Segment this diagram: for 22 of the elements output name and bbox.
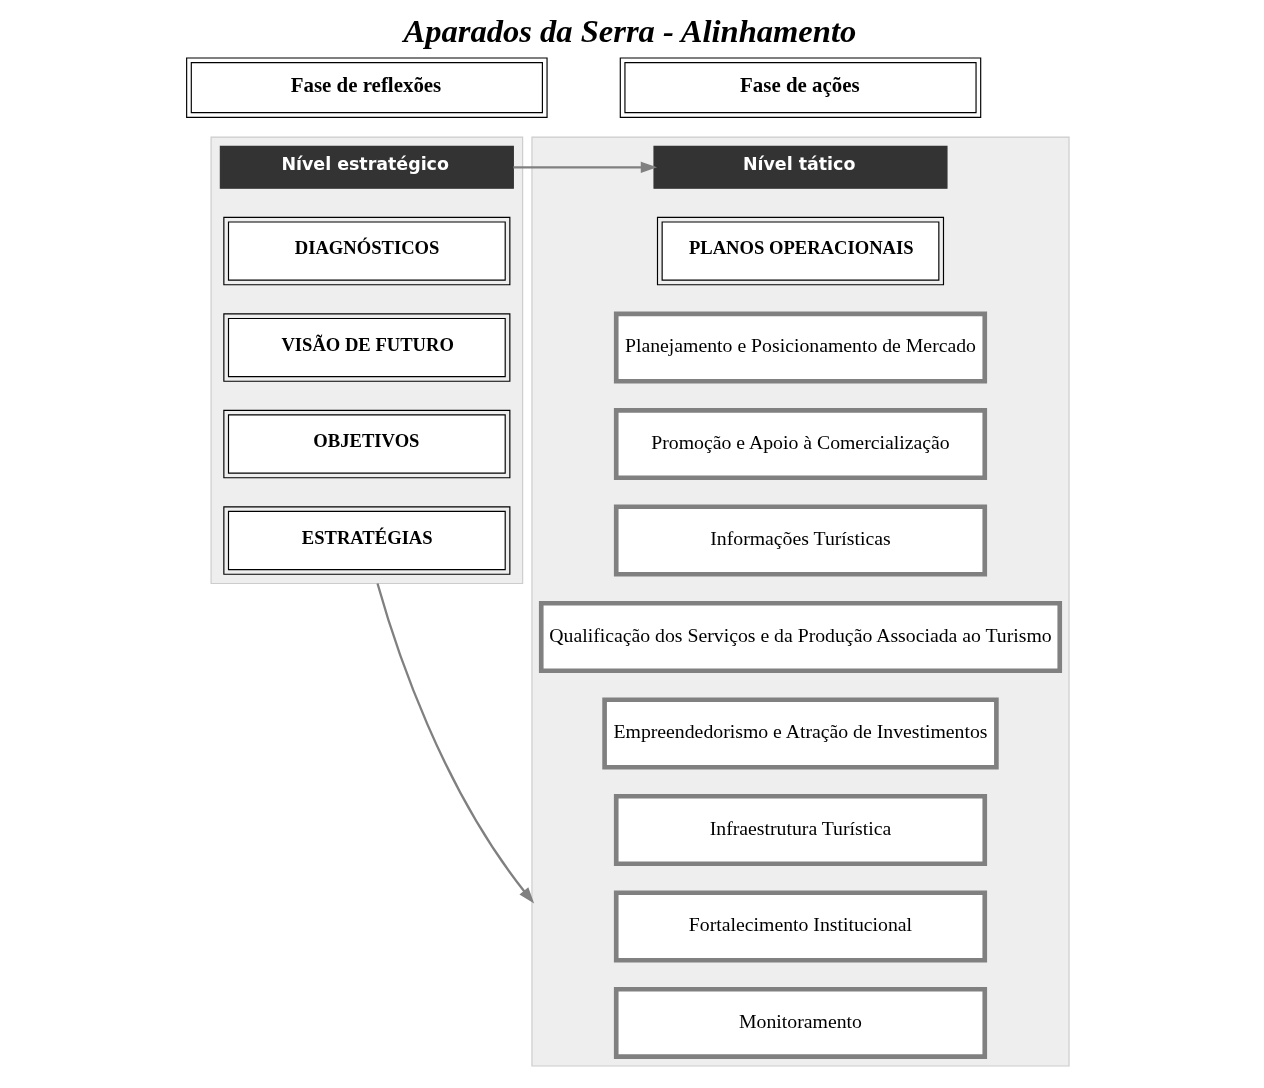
diagram-title: Aparados da Serra - Alinhamento	[402, 13, 856, 50]
node-box: VISÃO DE FUTURO	[222, 313, 510, 382]
node-box: OBJETIVOS	[222, 409, 510, 479]
node-box: Planejamento e Posicionamento de Mercado	[613, 311, 987, 384]
cluster	[210, 136, 523, 585]
node-box: Monitoramento	[613, 986, 987, 1060]
arrow	[512, 161, 657, 174]
node-box: Infraestrutura Turística	[613, 793, 987, 867]
node-box: Qualificação dos Serviços e da Produção Associada ao Turismo	[538, 600, 1062, 674]
cluster	[530, 136, 1070, 1067]
node-box: Promoção e Apoio à Comercialização	[613, 407, 987, 481]
node-box: Informações Turísticas	[613, 504, 987, 577]
node-box: PLANOS OPERACIONAIS	[656, 216, 944, 286]
node-box: Nível tático	[652, 145, 948, 189]
node-box: Fase de reflexões	[185, 57, 548, 118]
node-box: DIAGNÓSTICOS	[222, 216, 510, 286]
node-box: Empreendedorismo e Atração de Investimentos	[601, 697, 999, 770]
node-box: Fortalecimento Institucional	[613, 890, 987, 963]
arrow	[375, 583, 534, 904]
node-box: Nível estratégico	[219, 145, 514, 189]
node-box: Fase de ações	[619, 57, 981, 118]
node-box: ESTRATÉGIAS	[222, 506, 510, 575]
